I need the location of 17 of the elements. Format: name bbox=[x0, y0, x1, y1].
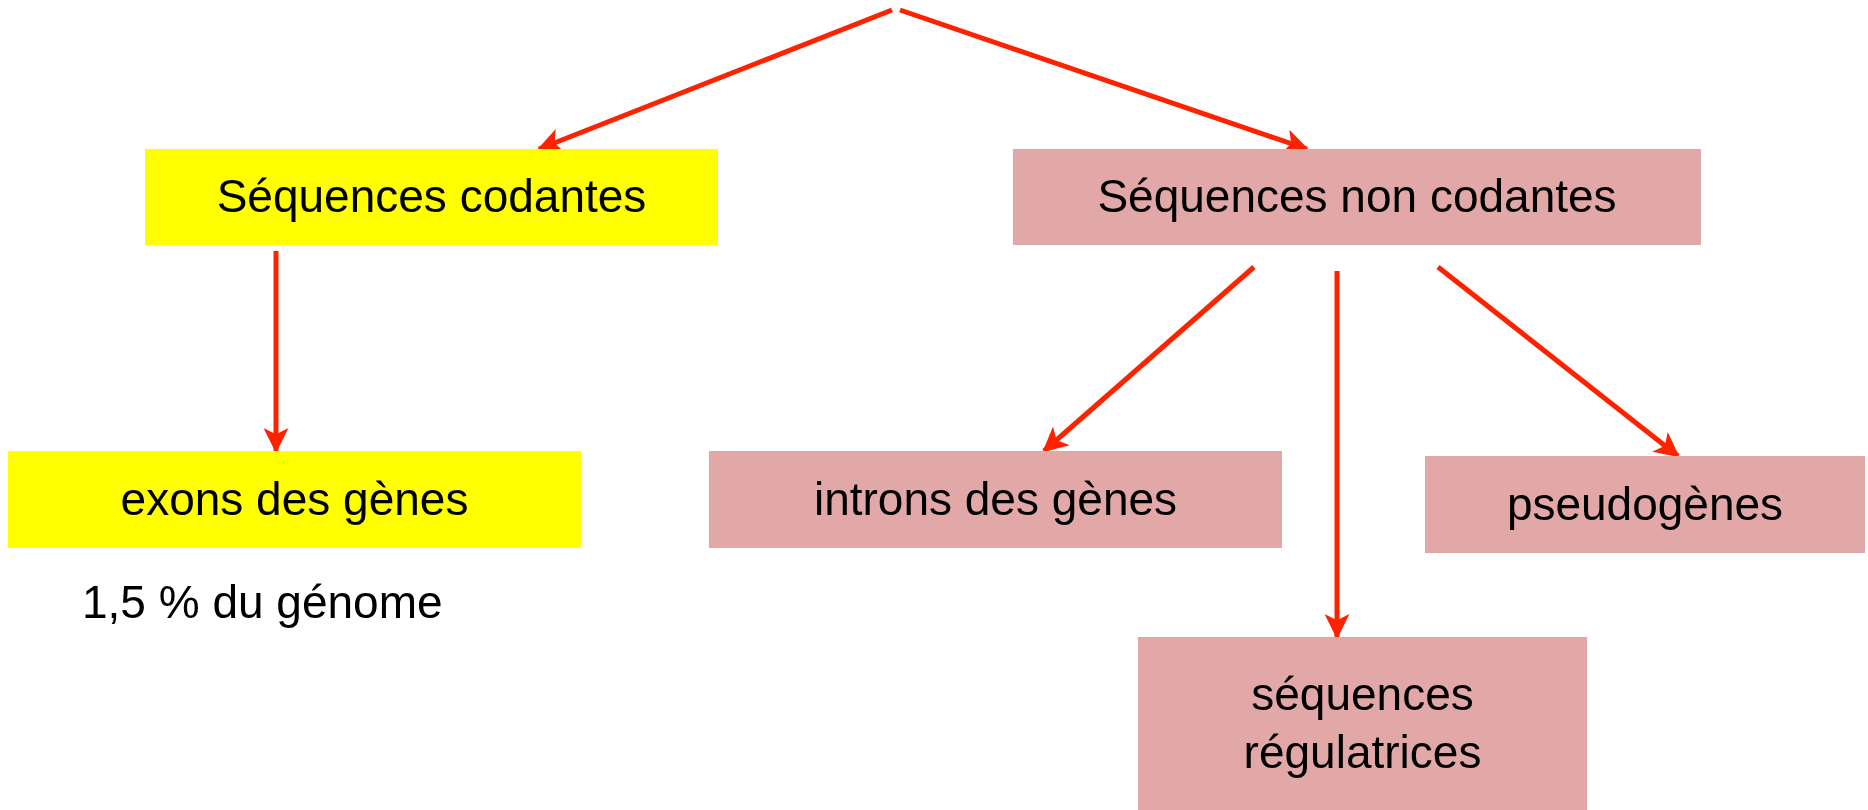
category-box bbox=[1425, 456, 1865, 553]
arrow bbox=[1436, 265, 1680, 458]
note-text: 1,5 % du génome bbox=[82, 575, 443, 629]
box-label: Séquences codantes bbox=[216, 169, 647, 225]
category-box bbox=[8, 451, 581, 548]
arrow bbox=[1042, 265, 1256, 453]
category-box bbox=[709, 451, 1282, 548]
box-label: introns des gènes bbox=[813, 471, 1178, 527]
box-label: Séquences non codantes bbox=[1097, 169, 1617, 225]
category-box bbox=[1013, 149, 1701, 245]
arrow bbox=[263, 251, 289, 454]
arrow bbox=[1324, 271, 1350, 640]
category-box bbox=[1138, 637, 1587, 810]
box-label: séquences régulatrices bbox=[1242, 667, 1483, 780]
category-box bbox=[145, 149, 718, 245]
box-label: exons des gènes bbox=[120, 471, 469, 527]
box-label: pseudogènes bbox=[1506, 476, 1784, 532]
